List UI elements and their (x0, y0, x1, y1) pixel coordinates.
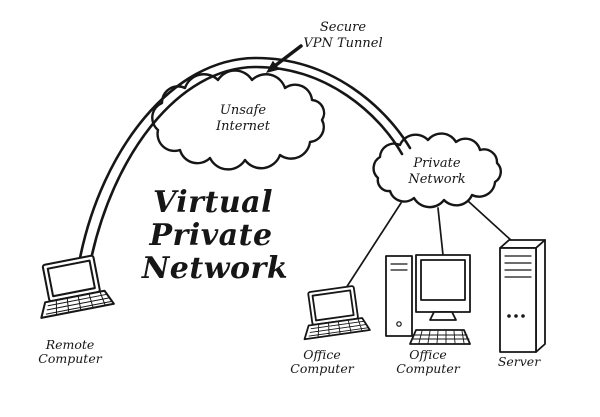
secure-tunnel-arrow-shaft (274, 44, 303, 67)
unsafe-internet-label-line2: Internet (215, 119, 271, 134)
server-label: Server (498, 354, 541, 369)
unsafe-internet-label-line1: Unsafe (220, 103, 267, 118)
private-network-label-line1: Private (412, 156, 460, 171)
diagram-labels: Secure VPN Tunnel Unsafe Internet Privat… (38, 20, 541, 376)
title-line1: Virtual (153, 185, 273, 220)
tunnel-label-line2: VPN Tunnel (303, 36, 382, 51)
connection-line-server (467, 200, 514, 243)
desktop-keyboard-keys (411, 330, 470, 344)
diagram-artwork (40, 44, 546, 353)
server-indicator-dot (521, 314, 525, 318)
server-front-face (499, 247, 537, 353)
office-laptop (303, 285, 371, 341)
desktop-power-button (396, 321, 402, 327)
server-indicator-dot (507, 314, 511, 318)
unsafe-internet-cloud (151, 69, 326, 171)
connection-line-office-desktop (437, 207, 444, 256)
private-network-label-line2: Network (407, 172, 465, 187)
vpn-tunnel-inner-line (88, 65, 404, 266)
private-network-cloud (372, 132, 502, 209)
laptop-screen-display (46, 259, 96, 298)
tunnel-label-line1: Secure (320, 20, 366, 35)
laptop-keyboard-keys (308, 319, 369, 337)
server-drive-slots (504, 255, 532, 278)
secure-tunnel-arrow-head (266, 60, 280, 73)
server-tower (499, 239, 546, 353)
remote-computer-label-line1: Remote (45, 337, 95, 352)
office-desktop (385, 254, 471, 345)
office-laptop-label-line1: Office (303, 347, 341, 362)
server-indicator-dot (514, 314, 518, 318)
office-laptop-label-line2: Computer (290, 361, 354, 376)
title-line3: Network (141, 251, 288, 286)
remote-computer-label-line2: Computer (38, 351, 102, 366)
desktop-monitor-screen (420, 259, 466, 301)
remote-computer-laptop (40, 254, 115, 319)
connection-line-office-laptop (345, 202, 402, 289)
laptop-keyboard-keys (45, 292, 113, 315)
office-desktop-label-line1: Office (409, 347, 447, 362)
vpn-tunnel-outer-line (78, 56, 412, 260)
server-side-face (535, 239, 546, 353)
laptop-screen-display (311, 289, 355, 322)
office-desktop-label-line2: Computer (396, 361, 460, 376)
desktop-tower-slots (390, 263, 408, 271)
title-line2: Private (148, 218, 272, 253)
desktop-monitor-stand (429, 311, 457, 321)
